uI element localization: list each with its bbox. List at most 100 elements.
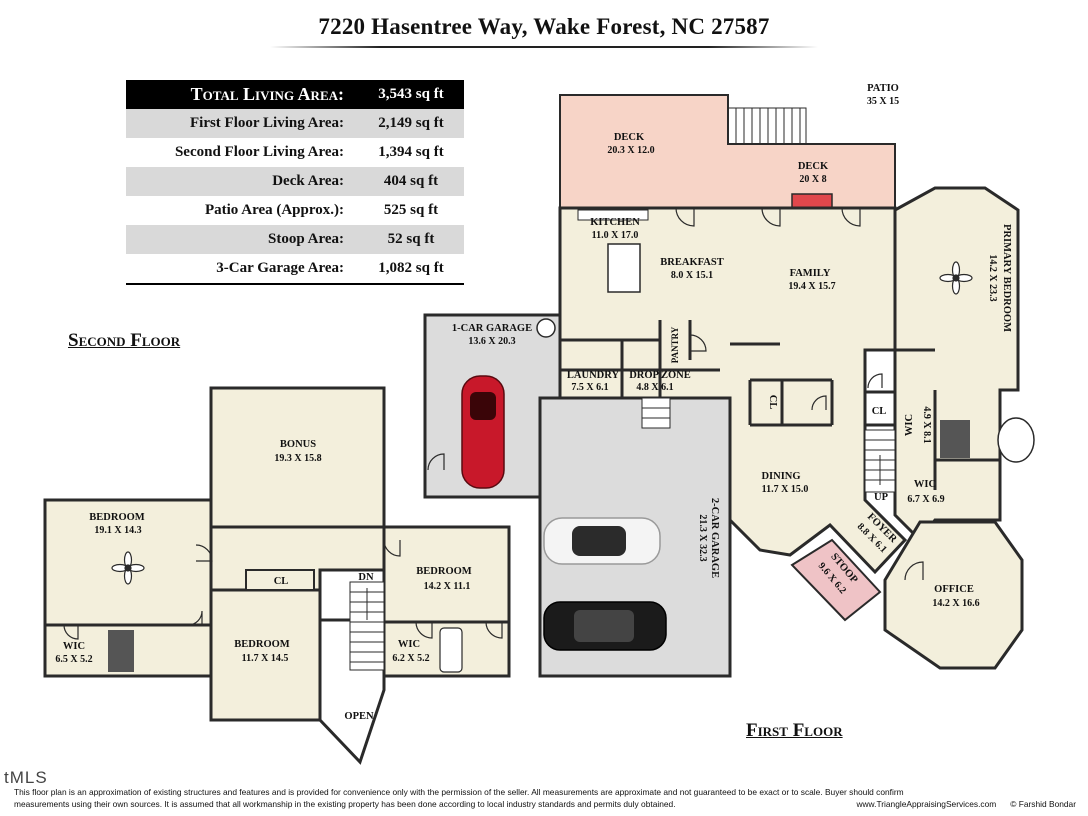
room-label: 1-CAR GARAGE [452, 323, 532, 334]
room-dims: 14.2 X 16.6 [932, 598, 979, 609]
area-row-label: Patio Area (Approx.): [204, 202, 344, 218]
room-label: KITCHEN [590, 217, 640, 228]
second-floor-plan [43, 386, 511, 765]
area-row: Stoop Area: 52 sq ft [126, 225, 464, 254]
second-floor-heading: Second Floor [68, 330, 181, 351]
kitchen-island [607, 243, 641, 293]
garage-steps [641, 397, 671, 429]
second-floor-stairs [349, 581, 385, 671]
room-label: LAUNDRY [567, 370, 620, 381]
red-car-windshield [470, 392, 496, 420]
area-row-label: First Floor Living Area: [126, 109, 358, 138]
stair-direction-label: UP [874, 492, 889, 503]
room-dims: 20 X 8 [799, 174, 826, 185]
area-row-value: 1,394 sq ft [378, 144, 444, 160]
room-label: BEDROOM [89, 512, 145, 523]
bathtub-icon [439, 627, 463, 673]
room-label: FAMILY [790, 268, 831, 279]
area-row: Second Floor Living Area: 1,394 sq ft [126, 138, 464, 167]
water-heater-icon [536, 318, 556, 338]
first-floor-plan [423, 94, 1035, 678]
room-dims: 19.1 X 14.3 [94, 525, 141, 536]
room-dims: 19.3 X 15.8 [274, 453, 321, 464]
area-row-value: 525 sq ft [383, 202, 439, 218]
room-dims: 11.0 X 17.0 [592, 230, 639, 241]
room-dims: 8.0 X 15.1 [671, 270, 713, 281]
area-row-label: Stoop Area: [126, 225, 358, 254]
copyright-text: © Farshid Bondar [1010, 799, 1076, 809]
room-label: PRIMARY BEDROOM [1001, 224, 1012, 332]
room-dims: 20.3 X 12.0 [607, 145, 654, 156]
area-row-value: 2,149 sq ft [358, 109, 464, 138]
area-row-value: 404 sq ft [358, 167, 464, 196]
room-dims: 11.7 X 14.5 [242, 653, 289, 664]
room-dims: 14.2 X 23.3 [987, 254, 998, 301]
website-link[interactable]: www.TriangleAppraisingServices.com [856, 799, 997, 809]
room-label: CL [872, 406, 887, 417]
room-dims: 7.5 X 6.1 [571, 382, 608, 393]
disclaimer: This floor plan is an approximation of e… [14, 786, 1076, 810]
area-row: Deck Area: 404 sq ft [126, 167, 464, 196]
shower-icon [940, 420, 970, 458]
room-label: PATIO [867, 83, 899, 94]
room-labels: PATIO 35 X 15 DECK 20.3 X 12.0 DECK 20 X… [55, 83, 1012, 722]
stair-direction-label: DN [358, 572, 374, 583]
room-dims: 19.4 X 15.7 [788, 281, 835, 292]
page-title: 7220 Hasentree Way, Wake Forest, NC 2758… [318, 14, 770, 39]
total-living-area-value: 3,543 sq ft [358, 80, 464, 109]
room-dims: 14.2 X 11.1 [424, 581, 471, 592]
room-dims: 21.3 X 32.3 [697, 514, 708, 561]
office-room [883, 520, 1024, 670]
room-label: WIC [904, 414, 915, 436]
patio-steps [727, 107, 807, 145]
bathtub-icon [997, 417, 1035, 463]
total-living-area-row: Total Living Area: 3,543 sq ft [126, 80, 464, 109]
room-label: OFFICE [934, 584, 974, 595]
area-summary-table: Total Living Area: 3,543 sq ft First Flo… [126, 80, 464, 285]
area-row-value: 52 sq ft [358, 225, 464, 254]
area-row-label: 3-Car Garage Area: [126, 254, 358, 285]
room-dims: 35 X 15 [867, 96, 899, 107]
room-dims: 11.7 X 15.0 [762, 484, 809, 495]
stoop-area [790, 538, 882, 622]
door-swings [427, 207, 924, 581]
room-dims: 6.5 X 5.2 [55, 654, 92, 665]
room-label: DINING [761, 471, 800, 482]
total-living-area-label: Total Living Area: [126, 80, 358, 109]
area-row-value: 1,082 sq ft [358, 254, 464, 285]
area-row: 3-Car Garage Area: 1,082 sq ft [126, 254, 464, 285]
ceiling-fan-icon [939, 261, 973, 295]
room-label: CL [274, 576, 289, 587]
room-dims: 6.2 X 5.2 [392, 653, 429, 664]
first-floor-heading: First Floor [746, 720, 843, 741]
room-label: 2-CAR GARAGE [709, 498, 720, 578]
first-floor-stairs [864, 429, 896, 493]
room-label: DROP ZONE [629, 370, 691, 381]
disclaimer-line2-text: measurements using their own sources. It… [14, 799, 676, 809]
ceiling-fan-icon [111, 551, 145, 585]
room-dims: 4.9 X 8.1 [921, 406, 932, 443]
room-label: BONUS [280, 439, 316, 450]
room-label: PANTRY [670, 326, 680, 363]
mls-logo: tMLS [4, 768, 48, 787]
room-dims: 13.6 X 20.3 [468, 336, 515, 347]
closet-second [245, 569, 315, 591]
room-dims: 6.7 X 6.9 [907, 494, 944, 505]
white-car-roof [572, 526, 626, 556]
room-label: WIC [398, 639, 420, 650]
room-label: DECK [614, 132, 645, 143]
area-row: First Floor Living Area: 2,149 sq ft [126, 109, 464, 138]
area-row-label: Second Floor Living Area: [174, 144, 344, 160]
room-label: BEDROOM [416, 566, 472, 577]
area-row-label: Deck Area: [126, 167, 358, 196]
first-floor-walls [560, 320, 1000, 490]
black-car-roof [574, 610, 634, 642]
room-label: BEDROOM [234, 639, 290, 650]
shower-icon [108, 630, 134, 672]
title-underline [270, 46, 818, 48]
room-dims: 4.8 X 6.1 [636, 382, 673, 393]
kitchen-counter [577, 209, 649, 221]
room-label: WIC [63, 641, 85, 652]
room-label: WIC [914, 479, 936, 490]
